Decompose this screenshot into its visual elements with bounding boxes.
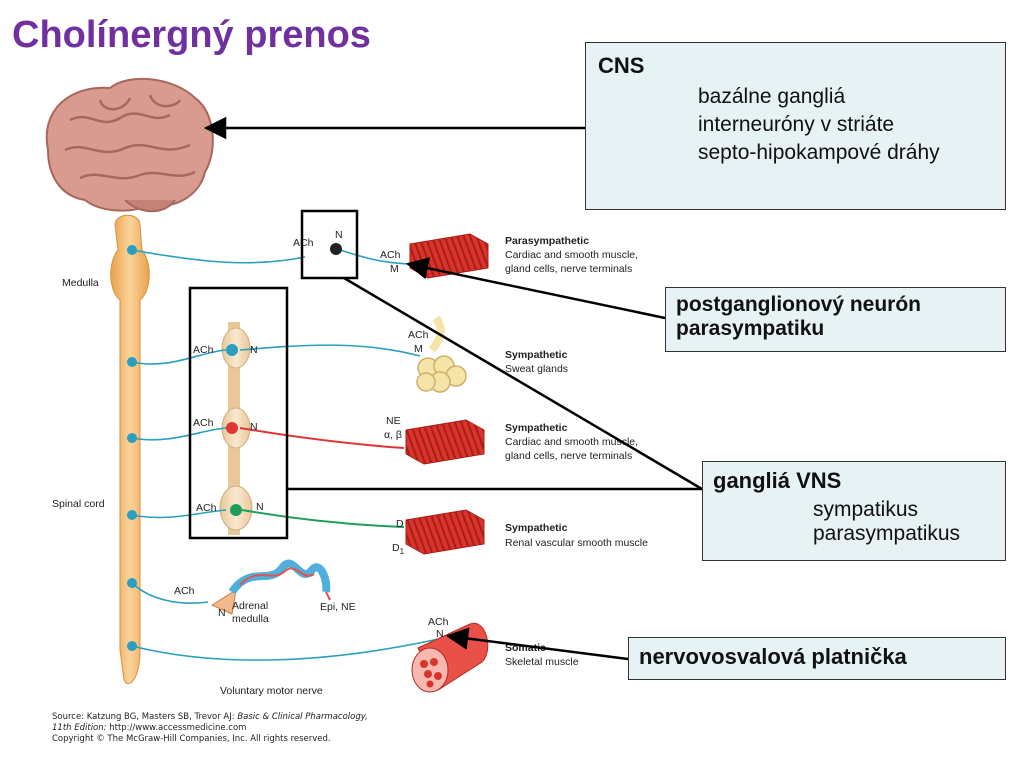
ach-label-ganglion-2: ACh <box>193 417 214 429</box>
nmj-info-box: nervovosvalová platnička <box>628 637 1006 680</box>
ach-label-parasympathetic: ACh <box>293 237 314 249</box>
ach-label-adrenal: ACh <box>174 585 195 597</box>
target-renal: Sympathetic Renal vascular smooth muscle <box>505 522 648 549</box>
page-title: Cholínergný prenos <box>12 14 371 56</box>
muscle-bundle-renal <box>405 509 485 555</box>
target-line: Skeletal muscle <box>505 656 579 668</box>
target-line: Cardiac and smooth muscle, <box>505 249 638 261</box>
target-title: Sympathetic <box>505 349 568 361</box>
n-label-adrenal: N <box>218 607 226 619</box>
cns-info-box: CNS bazálne gangliá interneuróny v striá… <box>585 42 1006 210</box>
source-book-title: Basic & Clinical Pharmacology, <box>237 712 368 722</box>
n-label-ganglion-2: N <box>250 421 258 433</box>
ganglia-item: parasympatikus <box>813 522 961 545</box>
ach-label-ganglion-1: ACh <box>193 344 214 356</box>
ach-label-sweat: ACh <box>408 329 429 341</box>
n-label-somatic: N <box>436 628 444 640</box>
target-line: gland cells, nerve terminals <box>505 450 632 462</box>
voluntary-motor-nerve-label: Voluntary motor nerve <box>220 685 323 697</box>
adrenal-medulla-image <box>210 559 331 615</box>
medulla-label: Medulla <box>62 277 99 289</box>
source-line-1: Source: Katzung BG, Masters SB, Trevor A… <box>52 712 238 722</box>
cns-label: CNS <box>598 53 645 78</box>
sympathetic-ganglia-frame <box>188 286 289 540</box>
cns-item: bazálne gangliá <box>698 85 846 108</box>
target-line: gland cells, nerve terminals <box>505 263 632 275</box>
adrenal-label-2: medulla <box>232 613 269 625</box>
parasympathetic-ganglion-frame <box>300 209 359 280</box>
ganglia-item: sympatikus <box>813 498 919 521</box>
postganglionic-line: parasympatiku <box>676 317 825 340</box>
copyright: Copyright © The McGraw-Hill Companies, I… <box>52 734 331 744</box>
m-label-target-1: M <box>390 263 399 275</box>
ganglia-info-box: gangliá VNS sympatikus parasympatikus <box>702 461 1006 561</box>
cns-item: septo-hipokampové dráhy <box>698 141 940 164</box>
sweat-gland-image <box>416 315 467 393</box>
ach-label-target-1: ACh <box>380 249 401 261</box>
ach-label-ganglion-3: ACh <box>196 502 217 514</box>
adrenal-label-1: Adrenal <box>232 600 268 612</box>
brain-image <box>45 77 214 213</box>
d-label: D <box>396 518 404 530</box>
source-edition: 11th Edition: <box>52 723 110 733</box>
target-cardiac: Sympathetic Cardiac and smooth muscle, g… <box>505 422 638 462</box>
n-label-ganglion-3: N <box>256 501 264 513</box>
muscle-bundle-sympathetic-cardiac <box>405 419 485 465</box>
nmj-label: nervovosvalová platnička <box>639 644 907 669</box>
target-title: Sympathetic <box>505 422 568 434</box>
n-label-parasympathetic: N <box>335 229 343 241</box>
d1-label: D1 <box>392 542 405 556</box>
spinal-cord-label: Spinal cord <box>52 498 105 510</box>
ach-label-somatic: ACh <box>428 616 449 628</box>
ne-label: NE <box>386 415 401 427</box>
nerve-fibers <box>131 249 453 661</box>
nmj-arrow <box>445 627 629 661</box>
ganglia-pointer-line-1 <box>343 276 703 491</box>
alpha-beta-label: α, β <box>384 429 402 441</box>
target-line: Renal vascular smooth muscle <box>505 537 648 549</box>
postganglionic-line: postganglionový neurón <box>676 293 921 316</box>
m-label-sweat: M <box>414 343 423 355</box>
target-line: Cardiac and smooth muscle, <box>505 436 638 448</box>
target-sweat: Sympathetic Sweat glands <box>505 349 568 375</box>
target-title: Parasympathetic <box>505 235 589 247</box>
ganglia-label: gangliá VNS <box>713 468 842 493</box>
postganglionic-info-box: postganglionový neurón parasympatiku <box>665 287 1006 352</box>
d1-subscript: 1 <box>400 547 405 556</box>
epi-ne-label: Epi, NE <box>320 601 356 613</box>
target-title: Sympathetic <box>505 522 568 534</box>
synapse-dots <box>226 243 342 516</box>
n-label-ganglion-1: N <box>250 344 258 356</box>
postganglionic-arrow <box>405 257 666 320</box>
target-line: Sweat glands <box>505 363 568 375</box>
cns-item: interneuróny v striáte <box>698 113 895 136</box>
spinal-cord-image <box>110 214 150 685</box>
d1-letter: D <box>392 542 400 554</box>
skeletal-muscle-image <box>411 622 489 693</box>
source-url: http://www.accessmedicine.com <box>109 723 247 733</box>
target-parasympathetic: Parasympathetic Cardiac and smooth muscl… <box>505 235 638 275</box>
source-citation: Source: Katzung BG, Masters SB, Trevor A… <box>52 712 368 745</box>
